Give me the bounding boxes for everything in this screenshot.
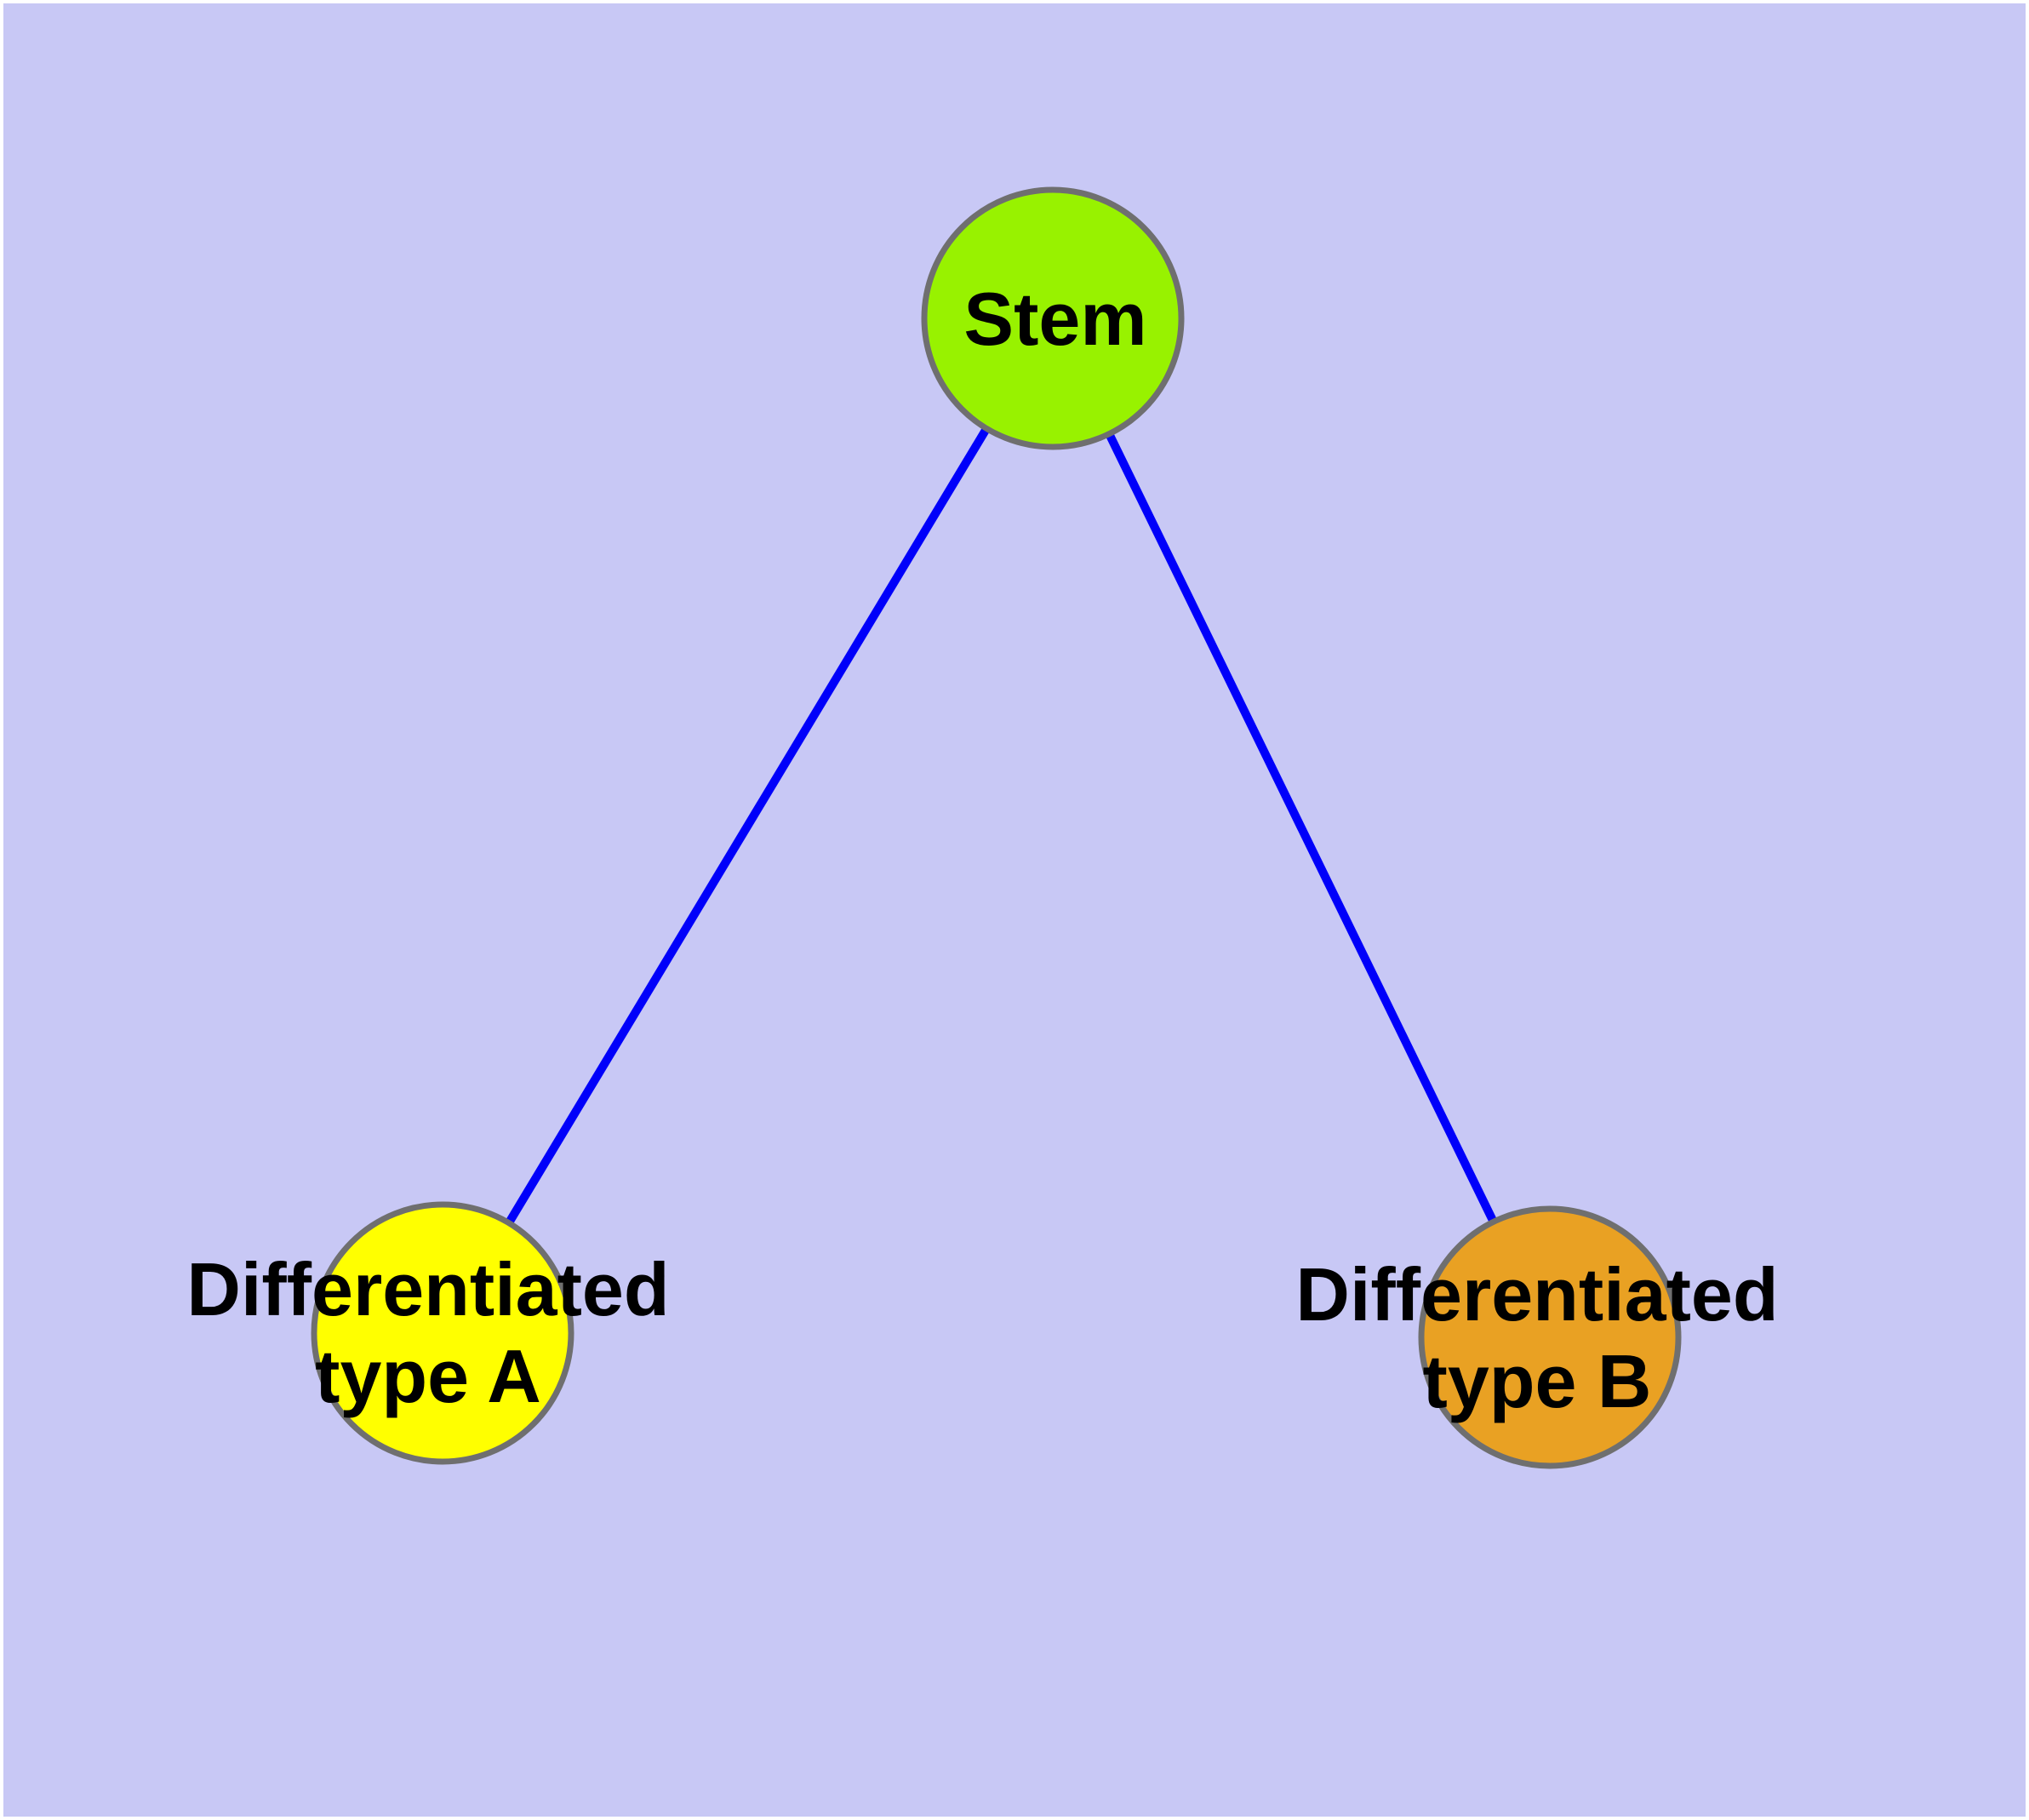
node-stem-label: Stem <box>963 276 1147 361</box>
node-typeB-label: Differentiated type B <box>1295 1251 1779 1423</box>
node-typeA-label: Differentiated type A <box>186 1246 670 1418</box>
edge-stem-to-typeA <box>438 316 1057 1336</box>
edge-stem-to-typeB <box>1049 316 1554 1340</box>
node-typeB-circle <box>1418 1205 1682 1469</box>
node-typeA-circle <box>311 1201 574 1465</box>
node-stem-circle <box>921 186 1185 450</box>
